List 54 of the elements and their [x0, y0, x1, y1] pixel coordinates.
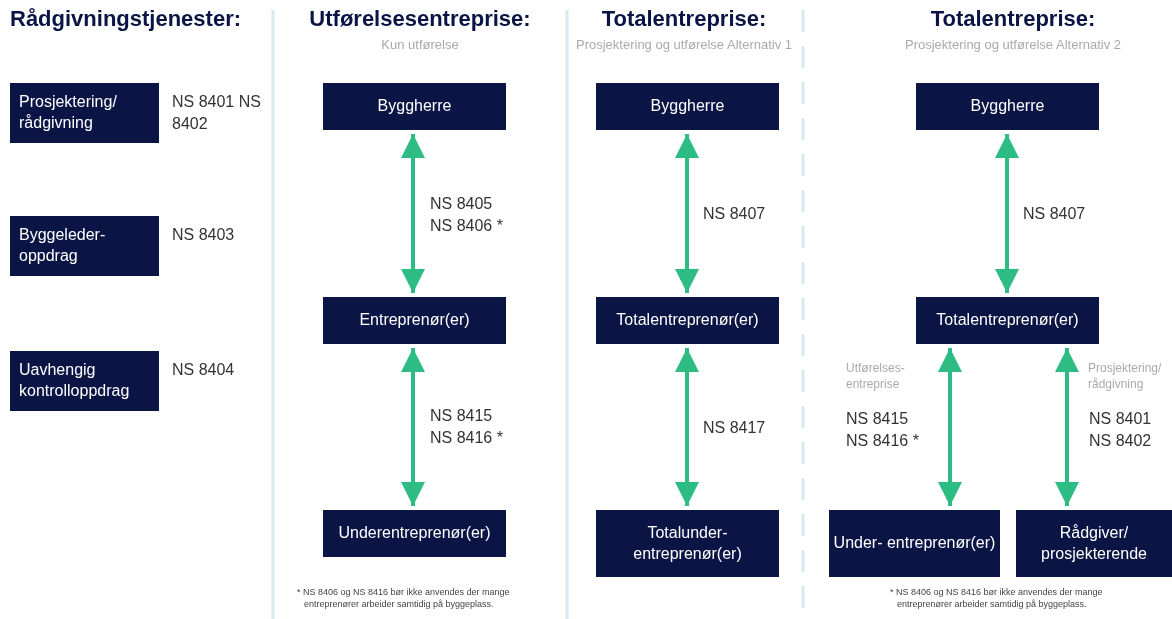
role-box [829, 510, 1000, 577]
box-label: Byggherre [377, 96, 452, 117]
box-label: Entreprenør(er) [359, 310, 470, 331]
column-heading: Utførelsesentreprise: [308, 6, 532, 32]
box-label: Underentreprenør(er) [338, 523, 491, 544]
role-box [596, 297, 779, 344]
double-arrow [675, 134, 699, 293]
role-box [1016, 510, 1172, 577]
role-box [916, 83, 1099, 130]
subtitle: Prosjektering og utførelse Alternativ 2 [903, 36, 1123, 54]
box-label: Uavhengig kontrolloppdrag [19, 360, 131, 401]
standard-reference: NS 8401 NS 8402 [172, 92, 262, 134]
box-label: Under- entreprenør(er) [833, 533, 996, 554]
role-box [10, 83, 159, 143]
box-label: Prosjektering/ rådgivning [19, 92, 118, 133]
standard-reference: NS 8403 [172, 225, 236, 245]
double-arrow [401, 134, 425, 293]
standard-reference: NS 8404 [172, 360, 236, 380]
footnote: * NS 8406 og NS 8416 bør ikke anvendes der mange entreprenører arbeider samtidig på byggeplass. [890, 586, 1104, 611]
standard-reference: NS 8407 [1023, 204, 1087, 224]
role-box [323, 83, 506, 130]
double-arrow [995, 134, 1019, 293]
standard-reference: NS 8415 NS 8416 * [846, 409, 920, 451]
standard-reference: NS 8405 NS 8406 * [430, 194, 504, 236]
box-label: Totalunder- entreprenør(er) [632, 522, 743, 564]
role-box [323, 510, 506, 557]
subtitle: Prosjektering og utførelse Alternativ 1 [574, 36, 794, 54]
role-box [323, 297, 506, 344]
column-heading: Totalentreprise: [600, 6, 768, 32]
column-heading: Totalentreprise: [929, 6, 1097, 32]
subtitle: Kun utførelse [380, 36, 460, 54]
relation-label: Prosjektering/ rådgivning [1088, 360, 1163, 393]
box-label: Rådgiver/ prosjekterende [1040, 522, 1148, 564]
role-box [596, 83, 779, 130]
box-label: Byggherre [970, 96, 1045, 117]
box-label: Byggeleder- oppdrag [19, 225, 107, 266]
box-label: Byggherre [650, 96, 725, 117]
relation-label: Utførelses- entreprise [846, 360, 906, 393]
role-box [596, 510, 779, 577]
column-heading: Rådgivningstjenester: [10, 6, 243, 32]
box-label: Totalentreprenør(er) [616, 310, 759, 331]
role-box [916, 297, 1099, 344]
standard-reference: NS 8415 NS 8416 * [430, 406, 504, 448]
role-box [10, 216, 159, 276]
footnote: * NS 8406 og NS 8416 bør ikke anvendes der mange entreprenører arbeider samtidig på byggeplass. [297, 586, 511, 611]
double-arrow [1055, 348, 1079, 506]
double-arrow [401, 348, 425, 506]
role-box [10, 351, 159, 411]
double-arrow [675, 348, 699, 506]
double-arrow [938, 348, 962, 506]
box-label: Totalentreprenør(er) [936, 310, 1079, 331]
standard-reference: NS 8407 [703, 204, 767, 224]
standard-reference: NS 8401 NS 8402 [1089, 409, 1153, 451]
standard-reference: NS 8417 [703, 418, 767, 438]
